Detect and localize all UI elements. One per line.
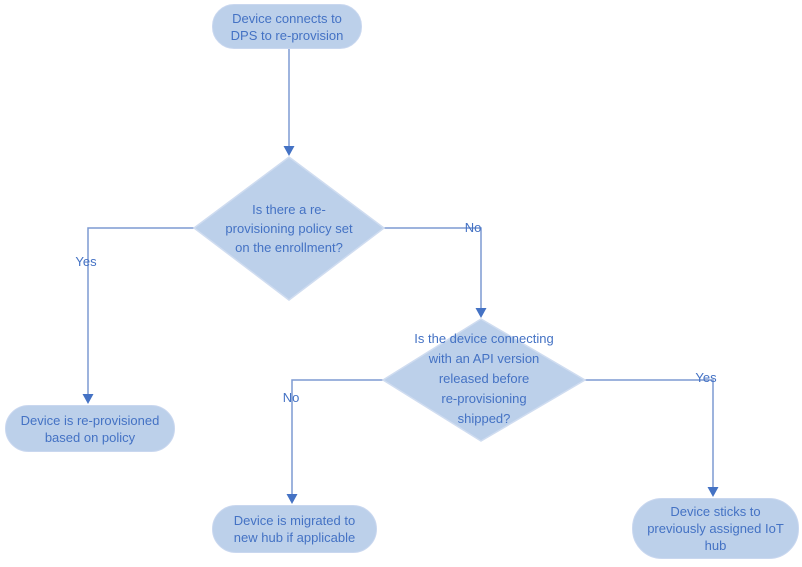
- decision-api-line3: released before: [438, 371, 530, 386]
- outcome-stick-line2: previously assigned IoT: [647, 521, 784, 536]
- arrowhead-into-outcome-migrate: [286, 494, 298, 504]
- outcome-migrate-line2: new hub if applicable: [233, 530, 356, 545]
- outcome-policy-line1: Device is re-provisioned: [20, 412, 160, 428]
- flowchart-node-outcome-migrate: Device is migrated to new hub if applica…: [212, 505, 377, 553]
- connector-decision1-no: [384, 227, 482, 310]
- arrowhead-into-decision1: [283, 146, 295, 156]
- outcome-stick-line1: Device sticks to: [670, 504, 761, 519]
- decision2-diamond-shape: [381, 318, 587, 442]
- decision-api-line2: with an API version: [428, 351, 540, 366]
- edge-label-api-no: No: [282, 390, 300, 405]
- edge-label-api-yes: Yes: [695, 370, 717, 385]
- connector-decision2-no: [291, 379, 383, 496]
- arrowhead-into-decision2: [475, 308, 487, 318]
- edge-label-policy-yes: Yes: [75, 254, 97, 269]
- flowchart-node-outcome-stick: Device sticks to previously assigned IoT…: [632, 498, 799, 559]
- decision-api-line1: Is the device connecting: [414, 331, 554, 346]
- outcome-migrate-line1: Device is migrated to: [233, 513, 356, 528]
- arrowhead-into-outcome-stick: [707, 487, 719, 497]
- node-start-line1: Device connects to: [232, 10, 342, 26]
- decision-api-line4: re-provisioning: [441, 391, 527, 406]
- flowchart-node-start: Device connects to DPS to re-provision: [212, 4, 362, 49]
- node-start-line2: DPS to re-provision: [230, 27, 344, 43]
- flowchart-node-outcome-policy: Device is re-provisioned based on policy: [5, 405, 175, 452]
- outcome-policy-line2: based on policy: [44, 429, 136, 445]
- connector-decision1-yes: [87, 227, 195, 396]
- decision-policy-line3: on the enrollment?: [235, 240, 343, 255]
- flowchart-node-decision-policy: Is there a re- provisioning policy set o…: [194, 200, 384, 257]
- arrowhead-into-outcome-policy: [82, 394, 94, 404]
- decision-api-line5: shipped?: [457, 411, 511, 426]
- outcome-stick-line3: hub: [704, 538, 727, 553]
- decision1-diamond-shape: [192, 156, 386, 301]
- connector-decision2-yes: [585, 379, 714, 489]
- decision-policy-line1: Is there a re-: [252, 202, 326, 217]
- decision-policy-line2: provisioning policy set: [225, 221, 353, 236]
- edge-label-policy-no: No: [464, 220, 482, 235]
- flowchart-node-decision-api: Is the device connecting with an API ver…: [381, 329, 587, 429]
